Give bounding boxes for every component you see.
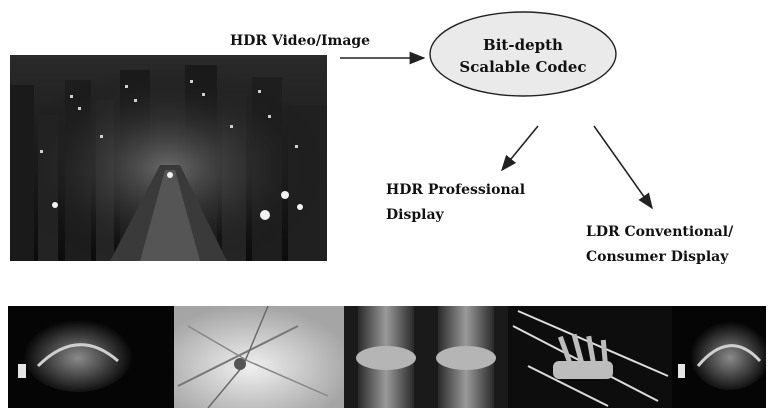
pro-display-line-2: Display <box>386 207 444 223</box>
knee-xray-image-left <box>344 306 426 408</box>
ldr-consumer-display-label: LDR Conventional/ Consumer Display <box>586 220 733 270</box>
hdr-professional-display-label: HDR Professional Display <box>386 178 525 228</box>
codec-line-1: Bit-depth <box>483 36 563 54</box>
ultrasound-image-left <box>8 306 174 408</box>
hdr-input-label: HDR Video/Image <box>230 33 371 49</box>
pro-display-line-1: HDR Professional <box>386 182 526 198</box>
ldr-display-line-2: Consumer Display <box>586 249 729 265</box>
knee-xray-image-right <box>426 306 508 408</box>
arrow-codec-to-consumer <box>593 125 653 210</box>
hdr-city-night-photo <box>10 55 327 261</box>
codec-line-2: Scalable Codec <box>459 58 587 76</box>
eye-retina-image <box>174 306 344 408</box>
codec-node-label: Bit-depth Scalable Codec <box>428 34 618 78</box>
codec-ellipse <box>429 11 617 97</box>
ldr-display-line-1: LDR Conventional/ <box>586 224 734 240</box>
arrow-codec-to-professional <box>500 125 539 172</box>
hand-xray-film-image <box>508 306 672 408</box>
medical-image-strip <box>8 306 766 408</box>
ultrasound-image-right <box>672 306 766 408</box>
